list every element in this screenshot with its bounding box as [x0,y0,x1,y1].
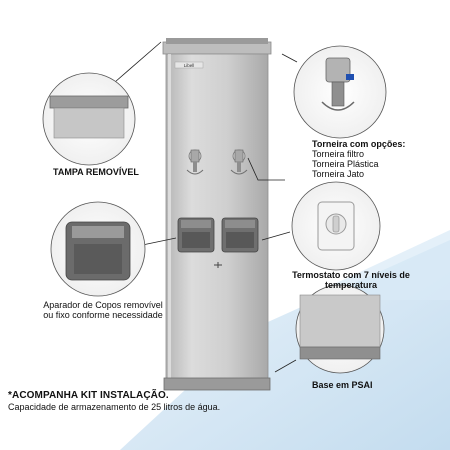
cup-rest-label-line2: ou fixo conforme necessidade [43,310,163,320]
cup-rest-label-line1: Aparador de Copos removível [43,300,163,310]
faucet-options: Torneira com opções: Torneira filtro Tor… [312,139,442,179]
callout-base-circle [295,284,385,374]
brand-badge [174,61,204,69]
capacity-line: Capacidade de armazenamento de 25 litros… [8,402,221,412]
thermostat-label: Termostato com 7 níveis de temperatura [285,270,417,290]
faucet-option-item: Torneira Jato [312,169,365,179]
callout-thermostat-circle [291,181,381,271]
faucet-option-item: Torneira filtro [312,149,365,159]
cup-rest-label: Aparador de Copos removível ou fixo conf… [33,300,173,320]
water-cooler-cabinet: Libell [162,38,272,391]
cabinet-front [165,53,269,381]
thermostat-label-line2: temperatura [324,280,378,290]
faucet-left [186,149,204,175]
drain-mark [214,262,222,268]
kit-line: *ACOMPANHA KIT INSTALAÇÃO. [8,390,169,401]
cup-rest-right [221,217,259,253]
callout-cup-rest-circle [50,201,146,297]
thermostat-label-line1: Termostato com 7 níveis de [292,270,410,280]
faucet-option-item: Torneira Plástica [312,159,379,169]
faucet-options-title: Torneira com opções: [312,139,406,149]
blue-background-shape-2 [300,230,450,300]
brand-badge-text: Libell [184,63,195,68]
installation-note: *ACOMPANHA KIT INSTALAÇÃO. Capacidade de… [8,390,308,412]
cup-rest-left [177,217,215,253]
callout-lid-circle [42,72,136,166]
callout-faucet-circle [293,45,387,139]
faucet-right [230,149,248,175]
cabinet-base [163,377,271,391]
lid-label: TAMPA REMOVÍVEL [53,167,139,177]
base-label: Base em PSAI [312,380,373,390]
